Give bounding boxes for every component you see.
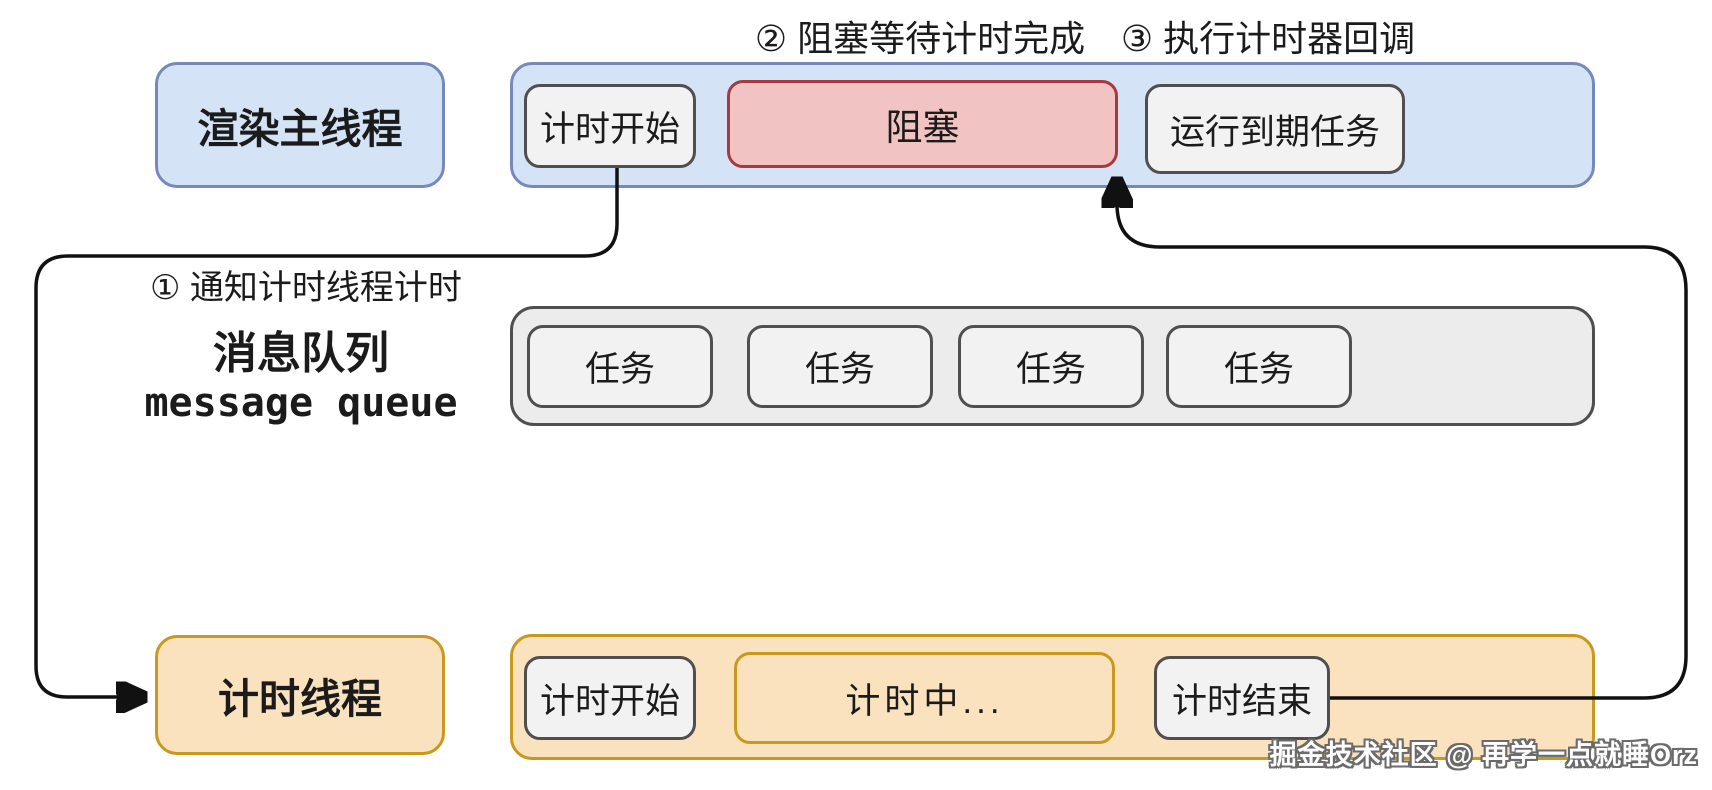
task-box: 任务 (747, 325, 933, 408)
notify-timer-thread-arrow (34, 168, 619, 697)
annotation-step-3: ③ 执行计时器回调 (1120, 18, 1416, 59)
timing-start-box: 计时开始 (524, 656, 696, 740)
watermark: 掘金技术社区 @ 再学一点就睡Orz (1269, 740, 1698, 770)
annotation-step-2: ② 阻塞等待计时完成 (754, 18, 1086, 59)
run-expired-tasks-label: 运行到期任务 (1169, 112, 1380, 152)
timer-done-callback-arrow (1117, 178, 1688, 700)
task-box: 任务 (527, 325, 713, 408)
main-timer-start-box: 计时开始 (524, 84, 696, 168)
annotation-step-1: ① 通知计时线程计时 (150, 269, 462, 307)
block-box: 阻塞 (727, 80, 1118, 168)
task-label: 任务 (584, 350, 655, 389)
task-label: 任务 (804, 350, 875, 389)
main-timer-start-label: 计时开始 (539, 109, 680, 149)
task-label: 任务 (1015, 350, 1086, 389)
timing-start-label: 计时开始 (539, 681, 680, 721)
message-queue-label-zh: 消息队列 (213, 329, 389, 378)
task-label: 任务 (1223, 350, 1294, 389)
block-label: 阻塞 (885, 107, 960, 148)
timing-in-progress-box: 计时中... (734, 652, 1115, 744)
timer-thread-label: 计时线程 (218, 676, 382, 722)
message-queue-label-en: message queue (144, 379, 458, 426)
main-thread-label: 渲染主线程 (197, 106, 403, 152)
timer-thread-label-box: 计时线程 (155, 635, 445, 755)
run-expired-tasks-box: 运行到期任务 (1145, 84, 1405, 174)
timing-end-label: 计时结束 (1171, 681, 1312, 721)
timing-end-box: 计时结束 (1154, 656, 1330, 740)
task-box: 任务 (1166, 325, 1352, 408)
timing-in-progress-label: 计时中... (845, 681, 1004, 721)
task-box: 任务 (958, 325, 1144, 408)
main-thread-label-box: 渲染主线程 (155, 62, 445, 188)
message-queue-label: 消息队列 message queue (110, 328, 492, 427)
